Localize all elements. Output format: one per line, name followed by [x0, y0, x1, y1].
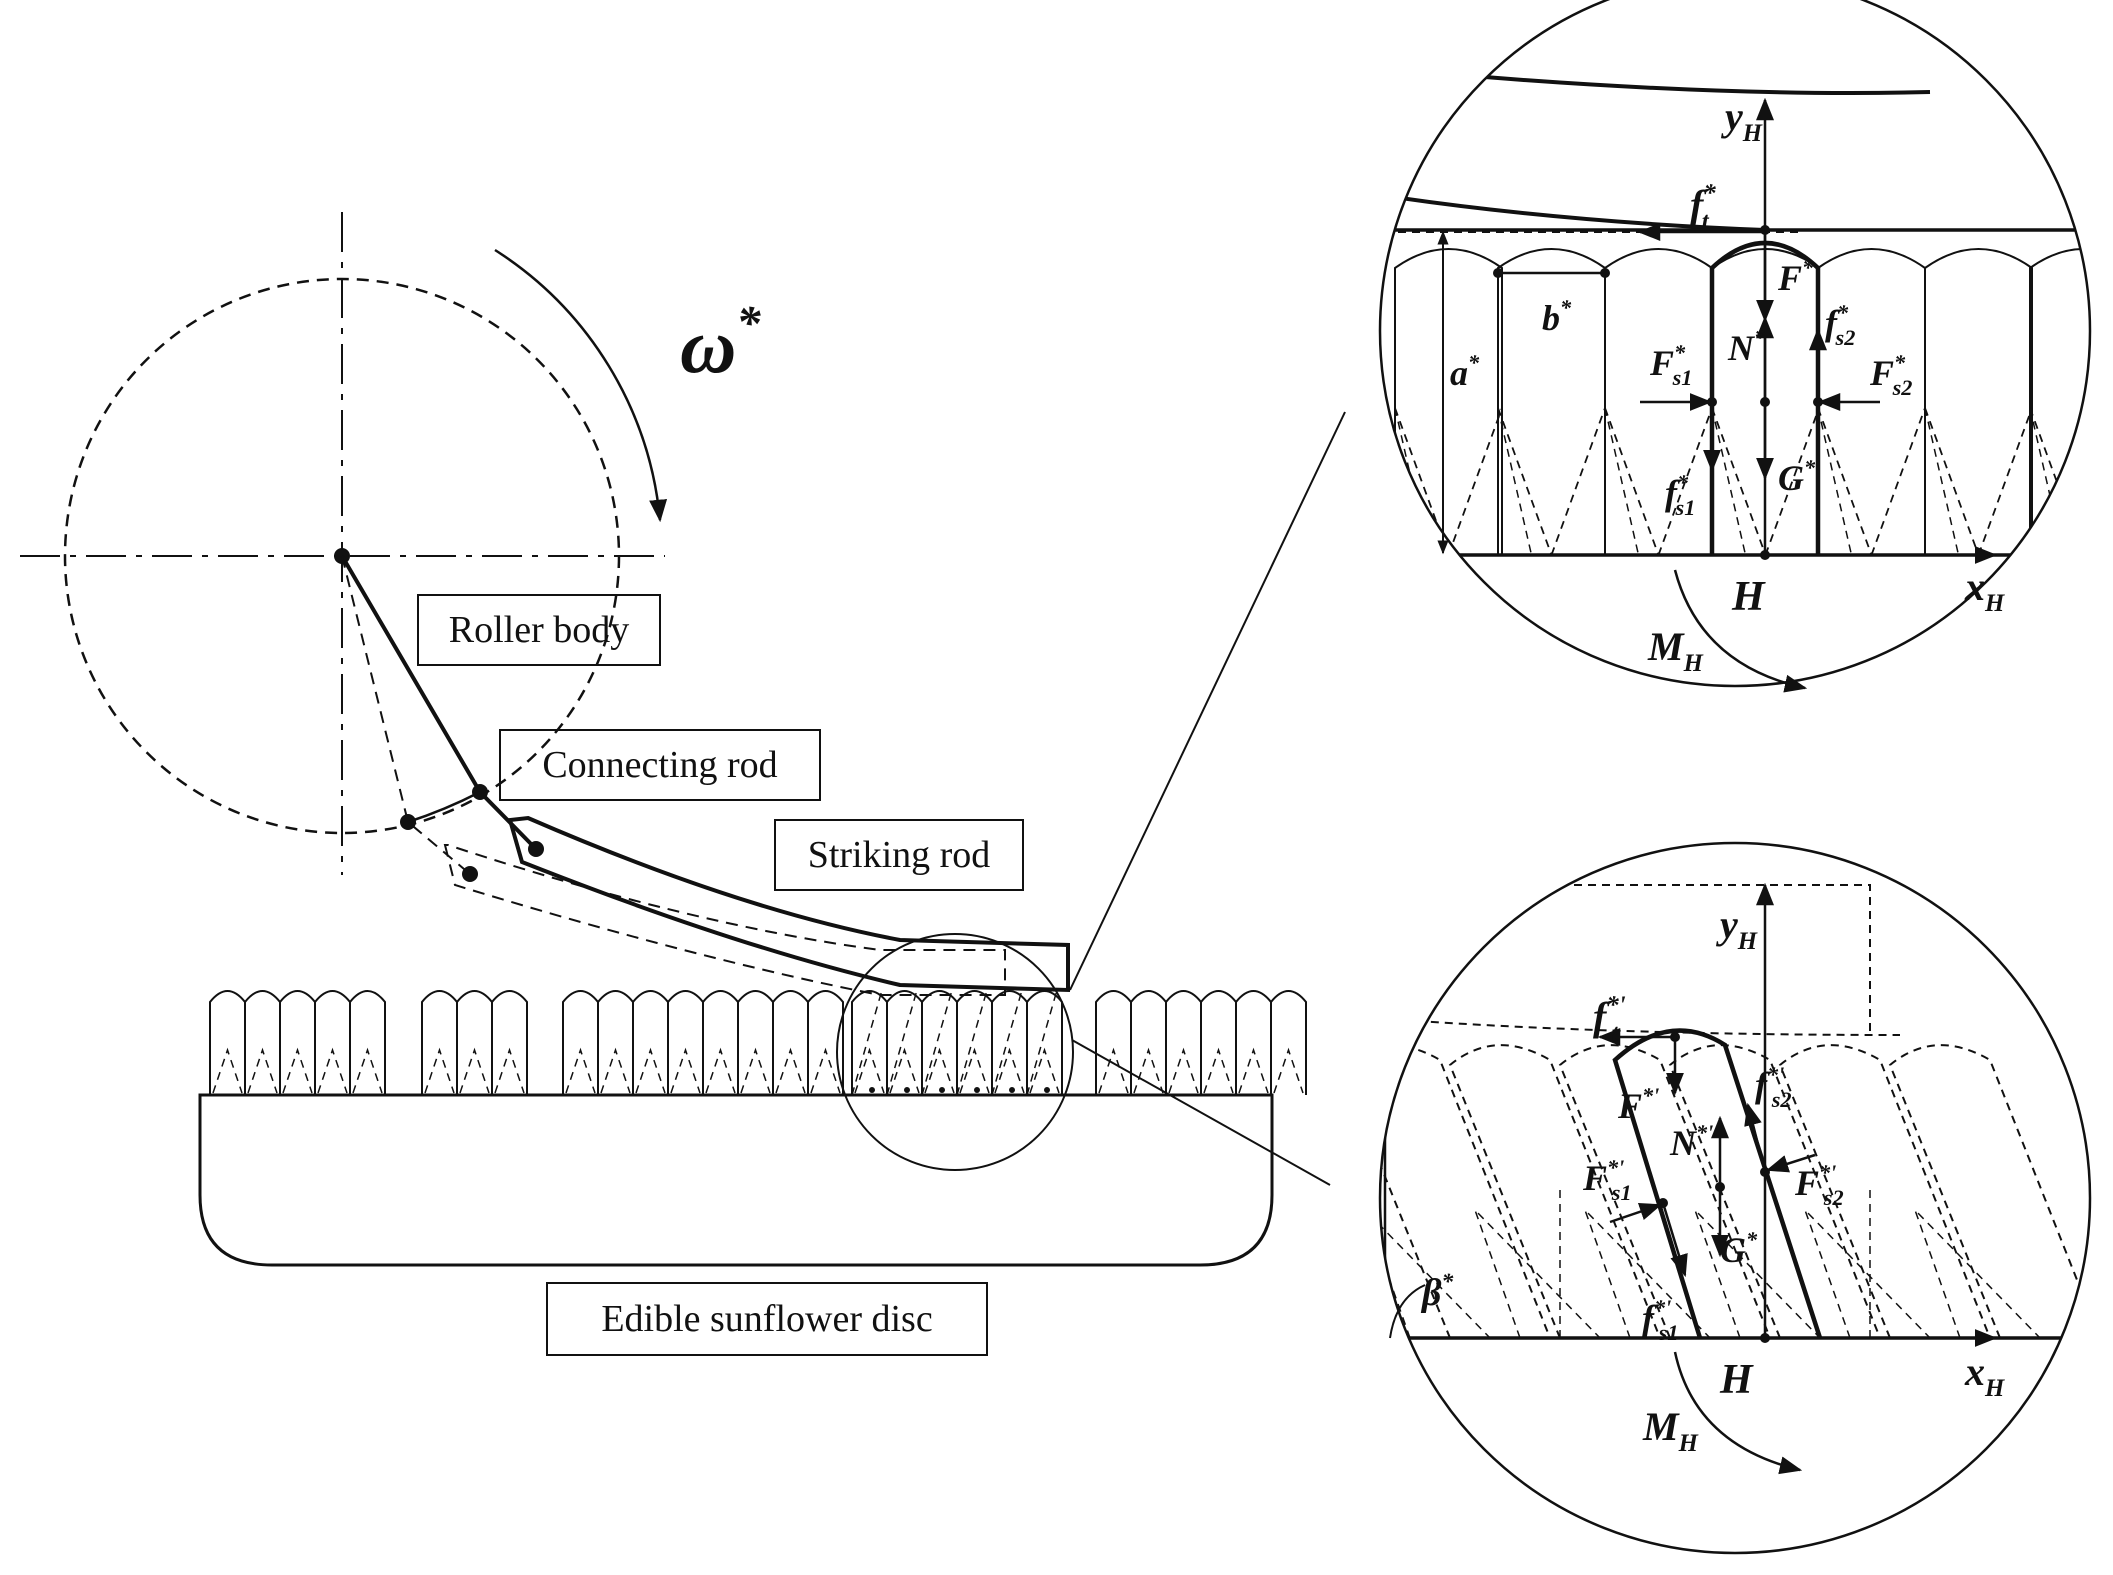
- seed: [632, 990, 669, 1095]
- beta-arc: [1389, 1284, 1426, 1339]
- seed: [1130, 990, 1167, 1095]
- svg-text:Edible sunflower disc: Edible sunflower disc: [601, 1298, 932, 1340]
- seed: [421, 990, 458, 1095]
- top-G-label: G*: [1778, 455, 1816, 498]
- leader-line-top: [1069, 411, 1346, 991]
- bottom-detail: [1378, 841, 2092, 1555]
- top-F-label: F*: [1777, 255, 1814, 298]
- bottom-detail-circle: [1378, 841, 2092, 1555]
- striking-rod-dashed: [443, 844, 1006, 996]
- label-striking-rod: Striking rod: [774, 819, 1024, 891]
- seed: [991, 990, 1028, 1095]
- top-detail-circle: [1378, 0, 2092, 688]
- seed: [1235, 990, 1272, 1095]
- seed: [314, 990, 351, 1095]
- seed: [1448, 1044, 1661, 1339]
- seed: [851, 990, 888, 1095]
- moment-arrow-top: [1673, 569, 1808, 693]
- label-roller-body: Roller body: [417, 594, 661, 666]
- bottom-xH-label: xH: [1964, 1349, 2005, 1402]
- seed: [1497, 248, 1606, 555]
- bottom-fs2-label: f*'s2: [1755, 1062, 1792, 1112]
- seed: [1380, 1044, 1551, 1339]
- seed: [667, 990, 704, 1095]
- magnify-circle: [836, 933, 1074, 1171]
- bottom-G-label: G*: [1720, 1227, 1758, 1270]
- seed: [349, 990, 386, 1095]
- top-MH-label: MH: [1647, 624, 1704, 677]
- seed: [1200, 990, 1237, 1095]
- top-Fs2-label: F*s2: [1869, 350, 1912, 400]
- seed: [1394, 248, 1503, 555]
- top-xH-label: xH: [1964, 564, 2005, 617]
- top-yH-label: yH: [1721, 94, 1763, 147]
- seed: [737, 990, 774, 1095]
- omega-label: ω*: [680, 297, 761, 389]
- seed: [1165, 990, 1202, 1095]
- seed: [1558, 1044, 1771, 1339]
- top-b-label: b*: [1542, 295, 1572, 338]
- moment-arrow-bottom: [1673, 1351, 1803, 1475]
- bottom-beta-label: β*: [1420, 1269, 1453, 1314]
- seed: [562, 990, 599, 1095]
- rod-pivot-alt-point: [462, 866, 478, 882]
- seed: [702, 990, 739, 1095]
- symbol-labels: ω* yH xH H MH f*tF* N* G* a* b* F*s1 F*s2 f*s1 f*s2 yH…: [680, 94, 2005, 1457]
- seed: [1924, 248, 2033, 555]
- label-sunflower-disc: Edible sunflower disc: [546, 1282, 988, 1356]
- seed: [921, 990, 958, 1095]
- seed: [807, 990, 844, 1095]
- top-a-label: a*: [1450, 350, 1480, 393]
- bottom-H-label: H: [1719, 1357, 1754, 1403]
- striking-rod: [507, 815, 1070, 993]
- disc-body: [198, 1093, 1274, 1267]
- bottom-F-label: F*': [1617, 1083, 1659, 1126]
- seed: [1817, 248, 1926, 555]
- svg-text:Striking rod: Striking rod: [808, 834, 991, 876]
- top-H-label: H: [1731, 574, 1766, 620]
- bottom-Fs1-label: F*'s1: [1582, 1155, 1632, 1205]
- seed: [1604, 248, 1713, 555]
- seed: [1778, 1044, 1991, 1339]
- bottom-ft-label: f*'t: [1593, 992, 1626, 1047]
- seed: [209, 990, 246, 1095]
- seed: [956, 990, 993, 1095]
- seed: [1270, 990, 1307, 1095]
- connecting-rod-dashed: [341, 555, 471, 875]
- seed: [279, 990, 316, 1095]
- top-ft-label: f*t: [1690, 180, 1716, 235]
- top-Fs1-label: F*s1: [1649, 340, 1692, 390]
- seed: [597, 990, 634, 1095]
- leader-line-bottom: [1071, 1039, 1331, 1186]
- bottom-MH-label: MH: [1642, 1404, 1699, 1457]
- seed: [456, 990, 493, 1095]
- top-fs1-label: f*s1: [1665, 470, 1695, 520]
- top-N-label: N*: [1727, 325, 1766, 368]
- label-connecting-rod: Connecting rod: [499, 729, 821, 801]
- sunflower-disc: [198, 989, 1307, 1267]
- seed: [772, 990, 809, 1095]
- seed: [886, 990, 923, 1095]
- top-detail: [1378, 0, 2092, 693]
- coupler-arc: [407, 790, 481, 824]
- seed-row: [209, 989, 1307, 1096]
- svg-text:Connecting rod: Connecting rod: [542, 744, 777, 786]
- seed: [1095, 990, 1132, 1095]
- seed: [1888, 1044, 2090, 1339]
- svg-text:Roller body: Roller body: [449, 609, 629, 651]
- rotation-arrow: [494, 248, 668, 523]
- bottom-fs1-label: f*'s1: [1642, 1295, 1679, 1345]
- bottom-Fs2-label: F*'s2: [1794, 1160, 1844, 1210]
- top-fs2-label: f*s2: [1825, 300, 1855, 350]
- seed: [491, 990, 528, 1095]
- rod-pivot-point: [528, 841, 544, 857]
- bottom-N-label: N*': [1669, 1120, 1713, 1163]
- seed: [244, 990, 281, 1095]
- connecting-rod-line: [340, 554, 538, 851]
- seed: [1026, 990, 1063, 1095]
- roller-mechanism: [20, 212, 1070, 996]
- bottom-yH-label: yH: [1716, 902, 1758, 955]
